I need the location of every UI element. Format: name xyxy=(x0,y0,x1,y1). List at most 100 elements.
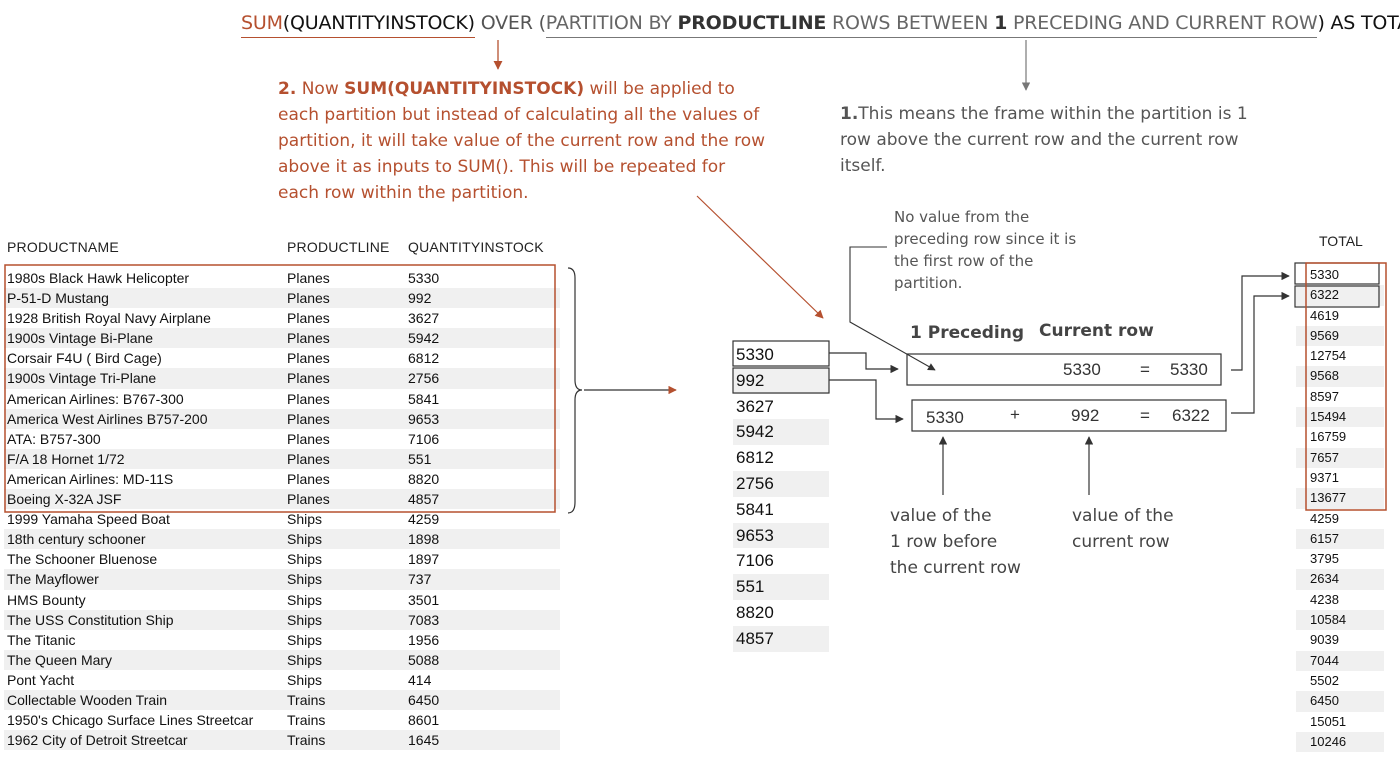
value-item: 4857 xyxy=(733,625,829,652)
value-item: 5841 xyxy=(736,499,774,519)
cell-productline: Ships xyxy=(287,511,323,528)
cell-productline: Ships xyxy=(287,611,323,628)
note-2-text: will be applied to each partition but in… xyxy=(278,79,766,203)
total-item: 16759 xyxy=(1310,429,1347,445)
cell-productname: The USS Constitution Ship xyxy=(7,611,174,628)
total-item: 7657 xyxy=(1296,447,1384,468)
value-item: 992 xyxy=(733,367,829,394)
cell-productname: Boeing X-32A JSF xyxy=(7,491,122,508)
cell-productline: Planes xyxy=(287,350,330,367)
sql-rows-between: ROWS BETWEEN xyxy=(826,12,995,34)
table-row: 1900s Vintage Bi-Plane Planes 5942 xyxy=(4,328,560,349)
cell-quantity: 4857 xyxy=(408,491,440,508)
table-row: 1950's Chicago Surface Lines Streetcar Tr… xyxy=(4,710,560,730)
cell-productline: Trains xyxy=(287,712,326,729)
cell-quantity: 7083 xyxy=(408,611,440,628)
head-1-preceding: 1 Preceding xyxy=(910,323,1024,343)
cell-productname: ATA: B757-300 xyxy=(7,430,101,447)
cell-productname: America West Airlines B757-200 xyxy=(7,410,208,427)
cell-quantity: 1898 xyxy=(408,531,440,548)
cell-productline: Ships xyxy=(287,551,323,568)
total-item: 15494 xyxy=(1296,407,1384,428)
total-item: 7044 xyxy=(1296,650,1384,671)
cell-productname: 1962 City of Detroit Streetcar xyxy=(7,732,188,749)
sql-productline: PRODUCTLINE xyxy=(677,12,827,34)
cell-productname: 18th century schooner xyxy=(7,531,146,548)
cell-productline: Planes xyxy=(287,290,330,307)
total-item: 9039 xyxy=(1310,632,1339,648)
cell-productline: Planes xyxy=(287,410,330,427)
arrow-note3-to-calc1 xyxy=(849,246,936,371)
total-item: 6322 xyxy=(1296,285,1384,306)
cell-quantity: 992 xyxy=(408,290,432,307)
cell-productline: Ships xyxy=(287,591,323,608)
cell-productname: The Schooner Bluenose xyxy=(7,551,158,568)
cell-quantity: 3627 xyxy=(408,310,440,327)
cell-quantity: 7106 xyxy=(408,430,440,447)
cell-productname: The Queen Mary xyxy=(7,651,113,668)
cell-productname: American Airlines: MD-11S xyxy=(7,470,174,487)
table-row: Corsair F4U ( Bird Cage) Planes 6812 xyxy=(4,348,560,368)
arrow-5330-to-calc1 xyxy=(829,352,899,374)
cell-quantity: 2756 xyxy=(408,370,440,387)
cell-productline: Planes xyxy=(287,390,330,407)
value-item: 7106 xyxy=(736,551,774,571)
total-item: 9569 xyxy=(1296,325,1384,347)
cell-productname: The Titanic xyxy=(7,631,76,648)
table-header: PRODUCTNAME PRODUCTLINE QUANTITYINSTOCK xyxy=(4,236,560,258)
partition-brace xyxy=(567,267,583,514)
cell-quantity: 6812 xyxy=(408,350,440,367)
arrow-calc2-to-total xyxy=(1231,291,1290,414)
calc-box-2 xyxy=(911,399,1227,432)
cell-productname: 1950's Chicago Surface Lines Streetcar xyxy=(7,712,254,729)
calc2-equals: = xyxy=(1140,406,1150,425)
cell-productline: Planes xyxy=(287,491,330,508)
table-row: The USS Constitution Ship Ships 7083 xyxy=(4,609,560,630)
cell-quantity: 6450 xyxy=(408,691,440,708)
value-box-992 xyxy=(732,367,830,394)
label-row-before: value of the 1 row before the current ro… xyxy=(890,506,1021,578)
total-item: 5502 xyxy=(1310,672,1339,688)
sql-partition-by: PARTITION BY xyxy=(545,12,678,34)
cell-productname: 1900s Vintage Bi-Plane xyxy=(7,330,154,347)
cell-quantity: 5841 xyxy=(408,390,440,407)
cell-productline: Ships xyxy=(287,631,323,648)
sql-close-paren: ) xyxy=(1317,12,1325,34)
cell-quantity: 5942 xyxy=(408,330,440,347)
value-box-5330 xyxy=(732,340,830,367)
total-item: 8597 xyxy=(1310,388,1339,404)
cell-productline: Trains xyxy=(287,732,326,749)
header-quantityinstock: QUANTITYINSTOCK xyxy=(408,239,544,255)
sql-sum: SUM xyxy=(241,12,283,38)
note-first-row: No value from the preceding row since it… xyxy=(894,208,1077,292)
total-item: 6157 xyxy=(1296,528,1384,550)
cell-quantity: 414 xyxy=(408,671,432,688)
total-item: 2634 xyxy=(1296,569,1384,590)
total-item: 10584 xyxy=(1296,610,1384,631)
cell-productname: P-51-D Mustang xyxy=(7,290,109,307)
head-current-row: Current row xyxy=(1039,321,1154,341)
table-row: P-51-D Mustang Planes 992 xyxy=(4,288,560,309)
note-1-text: This means the frame within the partitio… xyxy=(840,104,1248,176)
total-item: 9568 xyxy=(1296,366,1384,387)
cell-productname: Corsair F4U ( Bird Cage) xyxy=(7,350,162,367)
totals-partition-box xyxy=(1305,262,1387,511)
total-item: 4259 xyxy=(1310,510,1339,526)
sql-argument: (QUANTITYINSTOCK) xyxy=(282,12,475,38)
cell-quantity: 8820 xyxy=(408,470,440,487)
cell-productline: Ships xyxy=(287,531,323,548)
table-row: 18th century schooner Ships 1898 xyxy=(4,529,560,550)
cell-productline: Ships xyxy=(287,671,323,688)
header-productline: PRODUCTLINE xyxy=(287,239,390,255)
cell-productline: Planes xyxy=(287,330,330,347)
cell-productline: Planes xyxy=(287,430,330,447)
